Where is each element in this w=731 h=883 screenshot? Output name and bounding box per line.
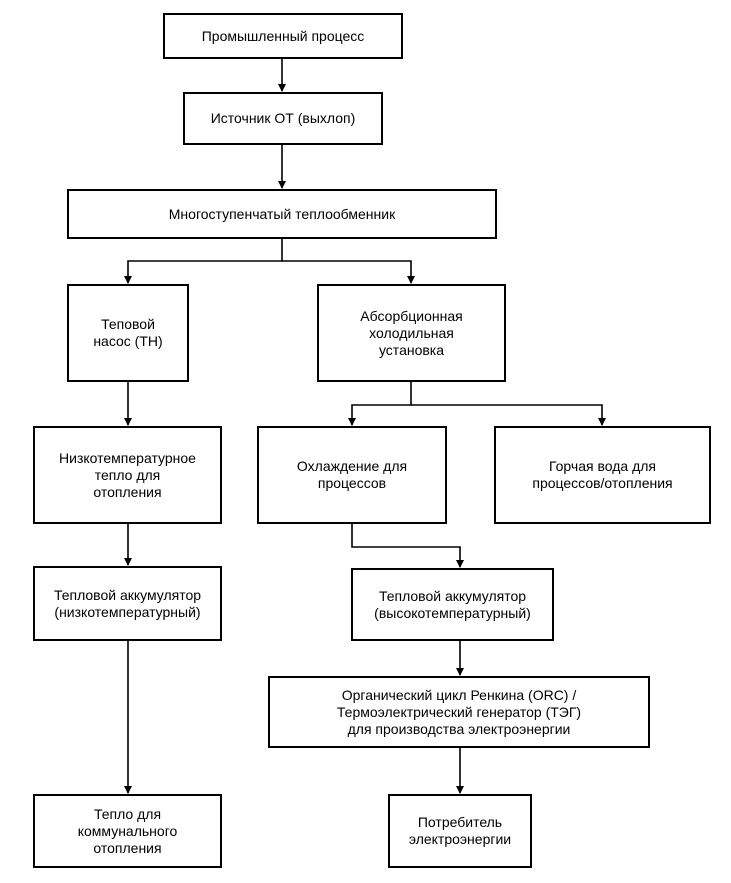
node-electricity-consumer: Потребитель электроэнергии: [388, 794, 532, 868]
node-process-cooling: Охлаждение для процессов: [257, 426, 447, 524]
edge-chiller-to-cooling: [348, 381, 412, 426]
node-absorption-chiller: Абсорбционная холодильная установка: [317, 284, 506, 382]
node-low-temp-heat: Низкотемпературное тепло для отопления: [33, 426, 222, 524]
edge-cooling-to-storage-high: [351, 523, 464, 568]
node-heat-pump: Теповой насос (ТН): [67, 284, 189, 382]
node-thermal-storage-low: Тепловой аккумулятор (низкотемпературный…: [33, 566, 222, 641]
node-heat-exchanger: Многоступенчатый теплообменник: [67, 189, 497, 239]
node-thermal-storage-high: Тепловой аккумулятор (высокотемпературны…: [351, 568, 554, 641]
node-district-heating: Тепло для коммунального отопления: [33, 794, 222, 868]
node-industrial-process: Промышленный процесс: [163, 13, 403, 59]
edge-exchanger-to-chiller: [282, 260, 415, 284]
edge-exchanger-to-heat-pump: [124, 238, 283, 284]
node-waste-heat-source: Источник ОТ (выхлоп): [183, 92, 383, 145]
node-hot-water: Горчая вода для процессов/отопления: [494, 426, 711, 524]
edge-chiller-to-hot-water: [411, 404, 606, 426]
node-orc-teg: Органический цикл Ренкина (ORC) / Термоэ…: [268, 676, 650, 748]
